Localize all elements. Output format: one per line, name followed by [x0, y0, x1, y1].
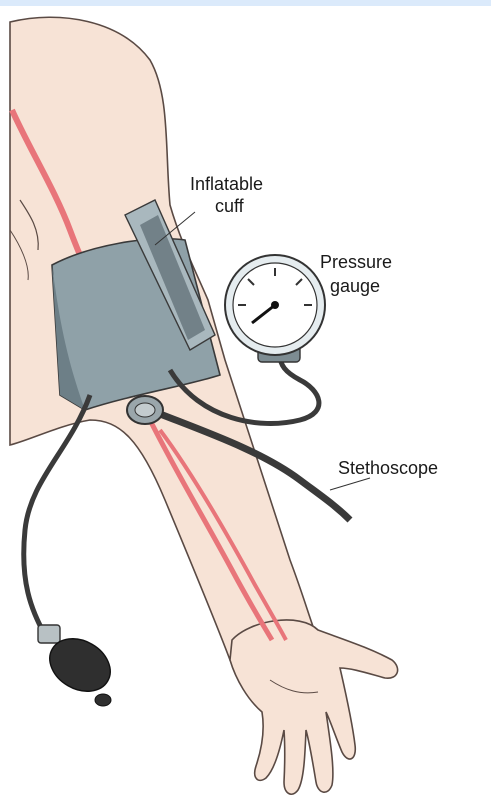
stethoscope-label: Stethoscope	[338, 458, 438, 478]
gauge-label-line1: Pressure	[320, 252, 392, 272]
stethoscope-leader-line	[330, 478, 370, 490]
cuff-label-line1: Inflatable	[190, 174, 263, 194]
bulb-valve	[38, 625, 60, 643]
cuff-label-line2: cuff	[215, 196, 245, 216]
hand	[230, 620, 398, 794]
pressure-gauge	[225, 255, 325, 362]
bulb-tip	[95, 694, 111, 706]
stethoscope-chestpiece-inner	[135, 403, 155, 417]
gauge-label-line2: gauge	[330, 276, 380, 296]
